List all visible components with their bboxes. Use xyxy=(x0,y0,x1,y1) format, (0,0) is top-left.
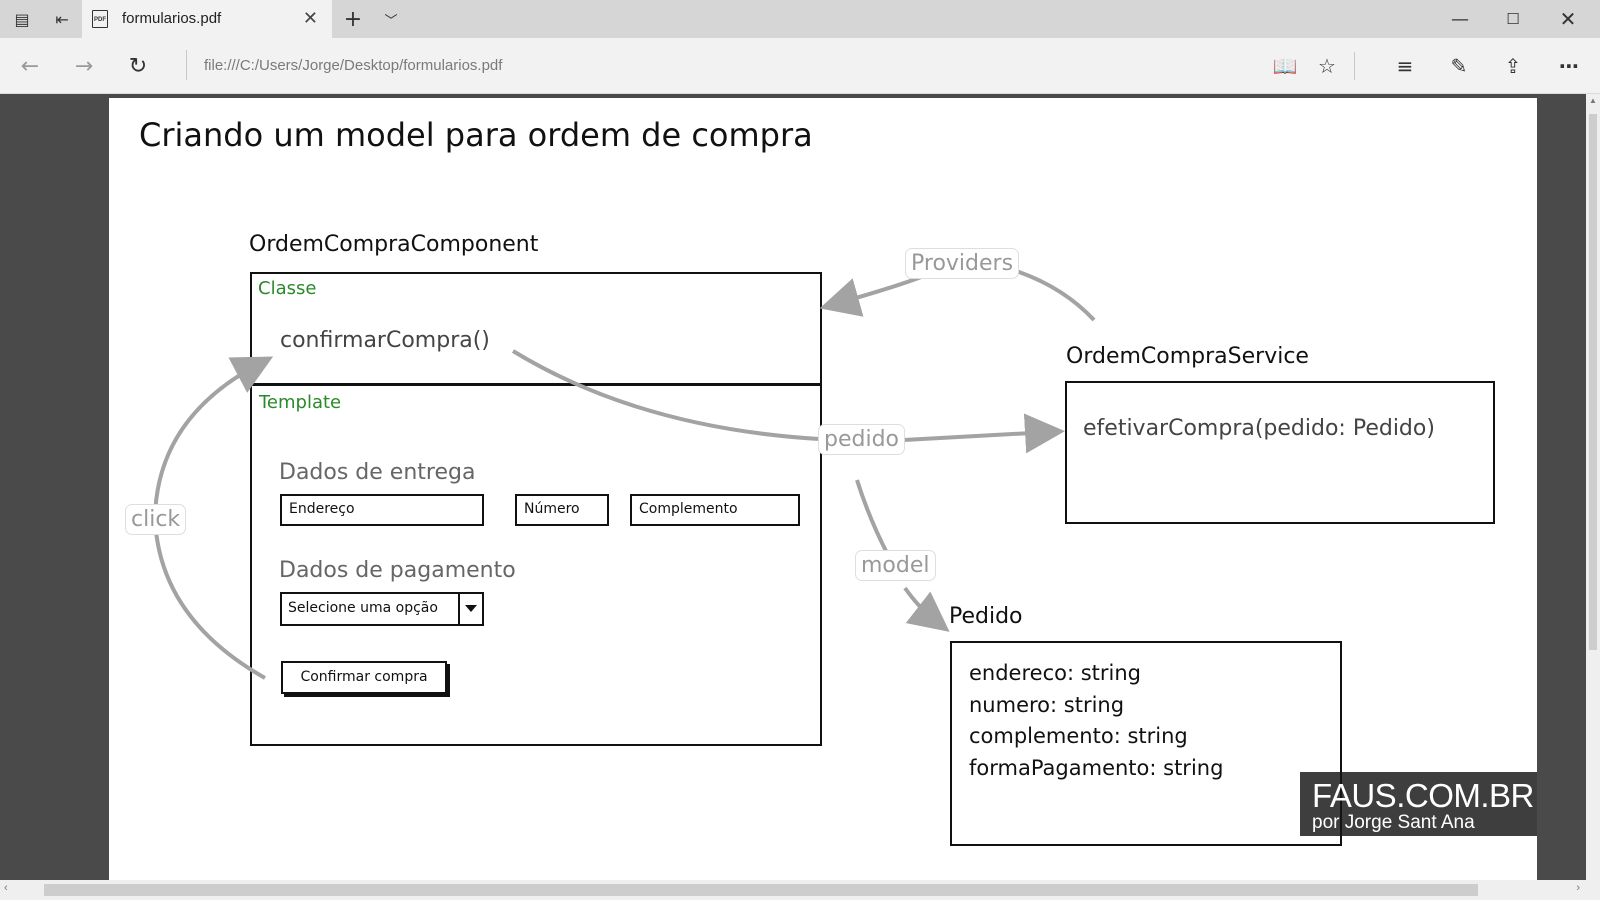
dropdown-arrow-icon xyxy=(458,594,482,624)
delivery-heading: Dados de entrega xyxy=(279,460,476,485)
more-options-icon[interactable]: ⋯ xyxy=(1559,54,1579,78)
address-bar: ← → ↻ file:///C:/Users/Jorge/Desktop/for… xyxy=(0,38,1600,94)
payment-select: Selecione uma opção xyxy=(280,592,484,626)
model-arrow-label: model xyxy=(855,550,936,581)
component-method: confirmarCompra() xyxy=(280,328,490,353)
tab-bar: ▤ ⇤ PDF formularios.pdf ✕ + ﹀ — ☐ ✕ xyxy=(0,0,1600,38)
pedido-model-name: Pedido xyxy=(949,604,1023,629)
pdf-page: Criando um model para ordem de compra Or… xyxy=(109,98,1537,880)
confirm-purchase-button: Confirmar compra xyxy=(281,661,447,694)
set-aside-tabs-icon[interactable]: ▤ xyxy=(14,9,30,29)
pedido-field: numero: string xyxy=(969,692,1125,717)
class-template-divider xyxy=(250,383,822,386)
service-box xyxy=(1065,381,1495,524)
browser-tab[interactable]: PDF formularios.pdf ✕ xyxy=(82,0,332,38)
refresh-icon[interactable]: ↻ xyxy=(128,53,148,79)
pedido-arrow-label: pedido xyxy=(818,424,906,455)
web-note-pen-icon[interactable]: ✎ xyxy=(1450,54,1468,78)
complement-field: Complemento xyxy=(630,494,800,526)
watermark-author: por Jorge Sant Ana xyxy=(1312,812,1475,833)
scroll-up-icon[interactable]: ▲ xyxy=(1589,96,1597,105)
vertical-scroll-thumb[interactable] xyxy=(1589,114,1597,650)
pedido-to-service-arrow xyxy=(903,413,1065,454)
hub-icon[interactable]: ≡ xyxy=(1396,54,1414,78)
scroll-left-icon[interactable]: ‹ xyxy=(4,882,8,894)
close-window-icon[interactable]: ✕ xyxy=(1559,7,1577,31)
toolbar-divider xyxy=(1354,52,1355,80)
pedido-model-box xyxy=(950,641,1342,846)
select-value: Selecione uma opção xyxy=(288,600,438,616)
component-name: OrdemCompraComponent xyxy=(249,232,539,257)
component-box xyxy=(250,272,822,746)
minimize-icon[interactable]: — xyxy=(1451,8,1469,30)
maximize-icon[interactable]: ☐ xyxy=(1506,10,1520,28)
horizontal-scroll-thumb[interactable] xyxy=(44,884,1478,896)
vertical-scrollbar[interactable]: ▲ xyxy=(1586,94,1600,880)
model-to-pedido-arrow xyxy=(903,586,950,632)
tab-title: formularios.pdf xyxy=(122,10,222,27)
close-tab-icon[interactable]: ✕ xyxy=(302,8,318,28)
pedido-to-model-arrow xyxy=(855,479,889,554)
number-field: Número xyxy=(515,494,609,526)
service-method: efetivarCompra(pedido: Pedido) xyxy=(1083,416,1435,441)
forward-arrow-icon[interactable]: → xyxy=(74,53,94,79)
back-arrow-icon[interactable]: ← xyxy=(20,53,40,79)
click-arrow-label: click xyxy=(125,504,187,535)
address-field: Endereço xyxy=(280,494,484,526)
new-tab-icon[interactable]: + xyxy=(343,6,363,32)
address-divider xyxy=(186,50,187,80)
pedido-field: formaPagamento: string xyxy=(969,755,1224,780)
method-to-pedido-arrow xyxy=(511,349,820,441)
horizontal-scrollbar[interactable]: ‹ › xyxy=(0,880,1600,900)
show-set-aside-icon[interactable]: ⇤ xyxy=(55,9,69,29)
payment-heading: Dados de pagamento xyxy=(279,558,516,583)
watermark-brand: FAUS.COM.BR xyxy=(1312,777,1534,814)
url-field[interactable]: file:///C:/Users/Jorge/Desktop/formulari… xyxy=(204,57,503,74)
providers-label: Providers xyxy=(905,248,1020,279)
service-name: OrdemCompraService xyxy=(1066,344,1309,369)
scroll-right-icon[interactable]: › xyxy=(1576,882,1580,894)
watermark: FAUS.COM.BR por Jorge Sant Ana xyxy=(1300,772,1537,836)
pedido-field: endereco: string xyxy=(969,661,1141,685)
chevron-down-icon[interactable]: ﹀ xyxy=(384,13,398,29)
slide-title: Criando um model para ordem de compra xyxy=(139,116,813,154)
share-icon[interactable]: ⇪ xyxy=(1504,54,1522,78)
favorite-star-icon[interactable]: ☆ xyxy=(1318,54,1336,78)
template-label: Template xyxy=(259,392,342,413)
pedido-field: complemento: string xyxy=(969,724,1188,748)
pdf-viewer: Criando um model para ordem de compra Or… xyxy=(0,94,1600,880)
pdf-file-icon: PDF xyxy=(92,10,108,28)
reading-view-icon[interactable]: 📖 xyxy=(1272,54,1298,78)
pedido-field-list: endereco: string numero: string compleme… xyxy=(969,658,1223,784)
class-label: Classe xyxy=(258,278,317,299)
